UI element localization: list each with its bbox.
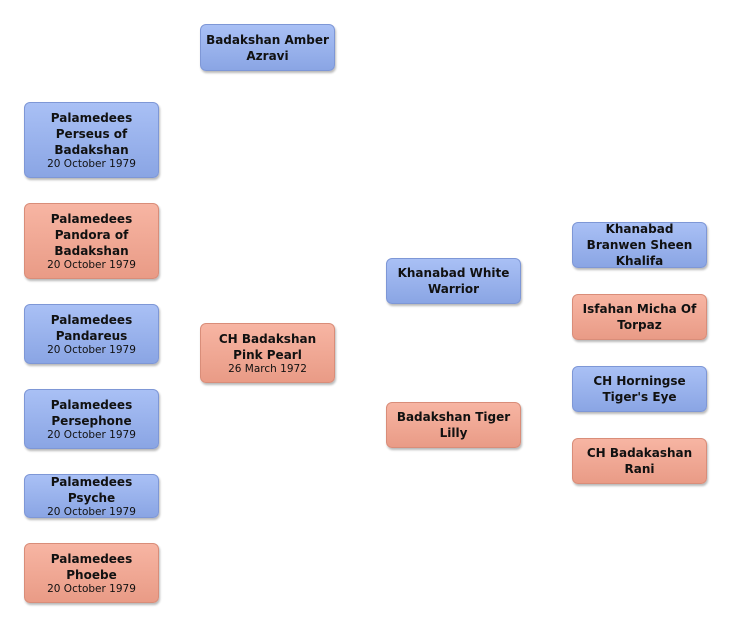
node-isfahan-micha-of-torpaz[interactable]: Isfahan Micha Of Torpaz	[572, 294, 707, 340]
node-name: Palamedees Persephone	[50, 397, 133, 428]
node-name: Palamedees Pandora of Badakshan	[50, 211, 133, 258]
node-palamedees-psyche[interactable]: Palamedees Psyche 20 October 1979	[24, 474, 159, 518]
node-name: CH Badakshan Pink Pearl	[218, 331, 317, 362]
node-name: Isfahan Micha Of Torpaz	[582, 302, 697, 332]
node-khanabad-white-warrior[interactable]: Khanabad White Warrior	[386, 258, 521, 304]
node-khanabad-branwen-sheen-khalifa[interactable]: Khanabad Branwen Sheen Khalifa	[572, 222, 707, 268]
node-birth-date: 20 October 1979	[47, 343, 136, 356]
node-name: Badakshan Tiger Lilly	[396, 410, 511, 440]
node-ch-horningse-tigers-eye[interactable]: CH Horningse Tiger's Eye	[572, 366, 707, 412]
node-name: Badakshan Amber Azravi	[206, 32, 329, 63]
node-name: Palamedees Phoebe	[50, 551, 133, 582]
node-name: Palamedees Pandareus	[50, 312, 133, 343]
node-name: CH Horningse Tiger's Eye	[593, 374, 686, 404]
node-birth-date: 20 October 1979	[47, 582, 136, 595]
node-badakshan-tiger-lilly[interactable]: Badakshan Tiger Lilly	[386, 402, 521, 448]
node-badakshan-amber-azravi[interactable]: Badakshan Amber Azravi	[200, 24, 335, 71]
node-palamedees-phoebe[interactable]: Palamedees Phoebe 20 October 1979	[24, 543, 159, 603]
node-palamedees-persephone[interactable]: Palamedees Persephone 20 October 1979	[24, 389, 159, 449]
node-palamedees-pandareus[interactable]: Palamedees Pandareus 20 October 1979	[24, 304, 159, 364]
node-birth-date: 20 October 1979	[47, 157, 136, 170]
node-birth-date: 20 October 1979	[47, 258, 136, 271]
node-birth-date: 20 October 1979	[47, 505, 136, 518]
node-name: Palamedees Psyche	[50, 474, 133, 505]
node-ch-badakashan-rani[interactable]: CH Badakashan Rani	[572, 438, 707, 484]
node-name: Khanabad Branwen Sheen Khalifa	[586, 222, 693, 268]
node-birth-date: 20 October 1979	[47, 428, 136, 441]
node-palamedees-perseus[interactable]: Palamedees Perseus of Badakshan 20 Octob…	[24, 102, 159, 178]
node-name: Khanabad White Warrior	[397, 266, 510, 296]
node-ch-badakshan-pink-pearl[interactable]: CH Badakshan Pink Pearl 26 March 1972	[200, 323, 335, 383]
node-name: Palamedees Perseus of Badakshan	[50, 110, 133, 157]
node-palamedees-pandora[interactable]: Palamedees Pandora of Badakshan 20 Octob…	[24, 203, 159, 279]
node-name: CH Badakashan Rani	[586, 446, 693, 476]
node-birth-date: 26 March 1972	[228, 362, 307, 375]
